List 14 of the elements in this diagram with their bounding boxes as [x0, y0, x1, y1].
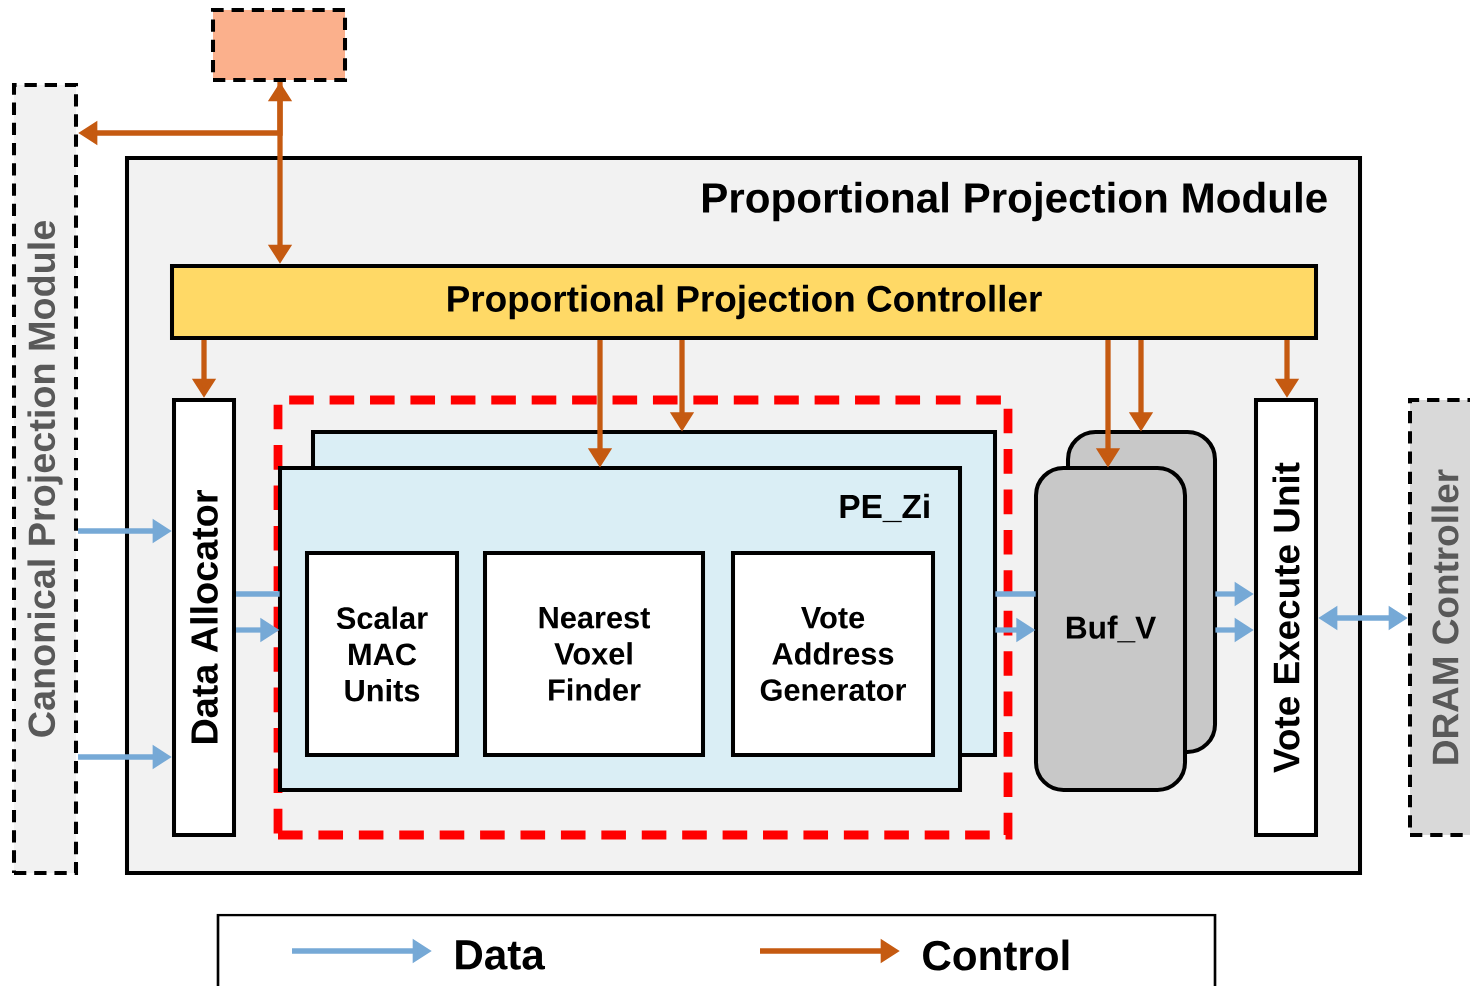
controller-bar: Proportional Projection Controller [170, 264, 1319, 340]
dashed-box [211, 8, 348, 82]
unit-box: Nearest Voxel Finder [483, 550, 705, 757]
unit-box: Vote Execute Unit [1254, 398, 1319, 837]
unit-box: Vote Address Generator [731, 550, 936, 757]
unit-box: Scalar MAC Units [305, 550, 460, 757]
module-box: DRAM Controller [1408, 398, 1470, 837]
legend-label: Control [923, 939, 1069, 971]
legend-label: Data [456, 940, 546, 970]
box-title: Proportional Projection Module [703, 181, 1327, 222]
stacked-buffers: Buf_V [1034, 430, 1218, 792]
dashed-frame [273, 395, 1013, 840]
unit-box: Data Allocator [172, 398, 237, 837]
module-box: Canonical Projection Module [12, 83, 78, 875]
